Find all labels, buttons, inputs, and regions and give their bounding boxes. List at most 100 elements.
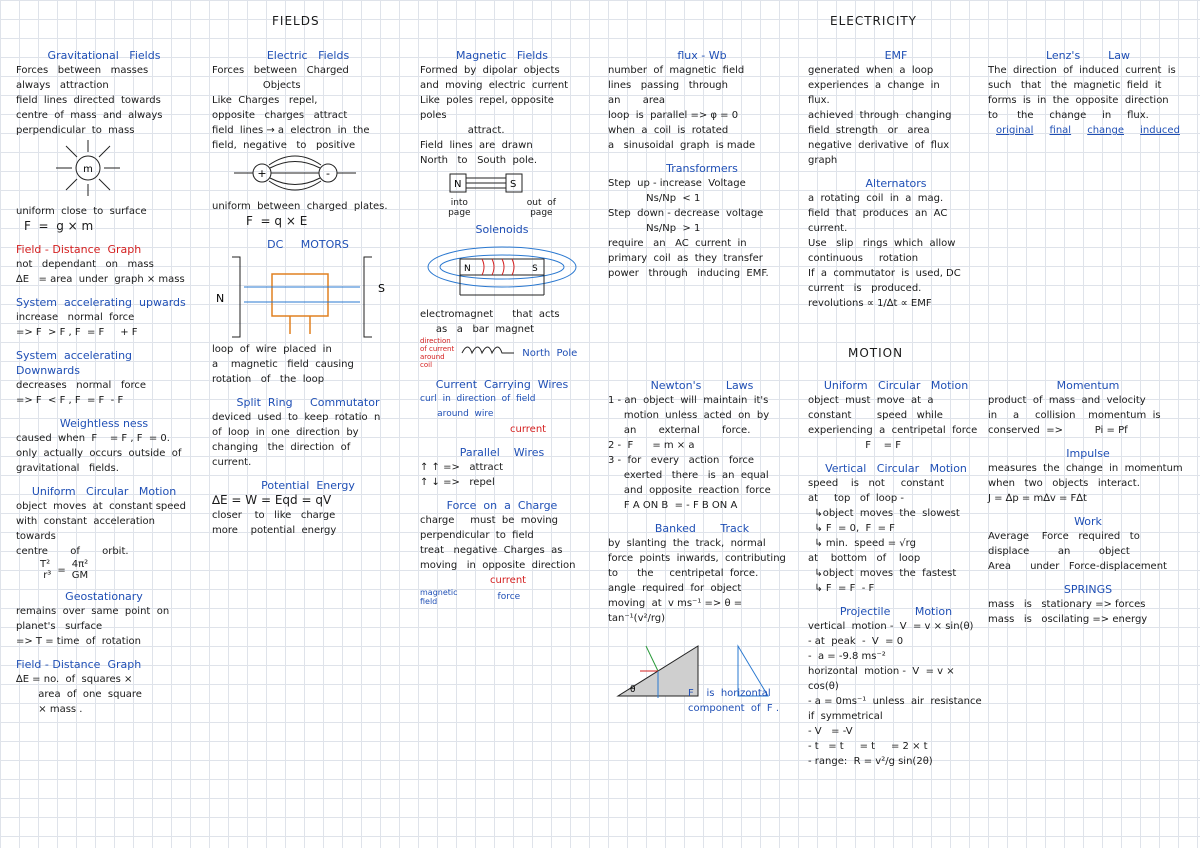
negative-charge: -: [326, 167, 330, 180]
alternators-text: a rotating coil in a mag. field that pro…: [808, 193, 961, 309]
lenz-induced: induced: [1140, 125, 1180, 136]
kepler-left: T² r³: [40, 559, 52, 581]
flux-text: number of magnetic field lines passing t…: [608, 65, 756, 151]
gravitational-text: Forces between masses always attraction …: [16, 65, 163, 136]
bar-magnet-diagram: N S: [449, 173, 523, 193]
magnetic-field-label: magnetic field: [420, 588, 458, 606]
magnetic-column: Magnetic Fields Formed by dipolar object…: [420, 48, 584, 606]
solenoid-diagram: N S: [427, 246, 577, 296]
ucm-text-2: object must move at a constant speed whi…: [808, 395, 978, 451]
solenoid-south: S: [532, 264, 538, 274]
springs-text: mass is stationary => forces mass is osc…: [988, 599, 1148, 625]
weightlessness-text: caused when F = F , F = 0. only actually…: [16, 433, 182, 474]
uniform-text: uniform close to surface: [16, 206, 147, 217]
banked-text: by slanting the track, normal force poin…: [608, 538, 786, 624]
projectile-heading: Projectile Motion: [839, 605, 953, 618]
momentum-column: Momentum product of mass and velocity in…: [988, 378, 1188, 627]
accel-down-text: decreases normal force => F < F , F = F …: [16, 380, 147, 406]
magnet-north: N: [454, 179, 461, 190]
emf-heading: EMF: [884, 49, 908, 62]
impulse-heading: Impulse: [1066, 447, 1110, 460]
banked-caption: F is horizontal component of F .: [688, 688, 780, 714]
momentum-heading: Momentum: [1056, 379, 1120, 392]
current-wires-text: curl in direction of field around wire: [420, 394, 536, 419]
newton-heading: Newton's Laws: [650, 379, 754, 392]
geostationary-text: remains over same point on planet's surf…: [16, 606, 170, 647]
commutator-text: deviced used to keep rotatio n of loop i…: [212, 412, 381, 468]
newton-column: Newton's Laws 1 - an object will maintai…: [608, 378, 796, 716]
circular-column: Uniform Circular Motion object must move…: [808, 378, 984, 769]
solenoid-north: N: [464, 264, 471, 274]
newton-text: 1 - an object will maintain it's motion …: [608, 395, 771, 511]
potential-energy-formula: ∆E = W = Eqd = qV: [212, 493, 332, 507]
banked-heading: Banked Track: [654, 522, 750, 535]
current-label: current: [510, 424, 547, 435]
lenz-final: final: [1049, 125, 1072, 136]
coil-diagram: direction of current around coil North P…: [420, 337, 584, 369]
vertical-circular-text: speed is not constant at top of loop - ↳…: [808, 478, 960, 594]
dc-motor-diagram: N S: [216, 256, 385, 338]
accel-down-heading: System accelerating Downwards: [16, 349, 140, 377]
gravitational-heading: Gravitational Fields: [47, 49, 161, 62]
parallel-wires-heading: Parallel Wires: [459, 446, 545, 459]
accel-up-text: increase normal force => F > F , F = F +…: [16, 312, 138, 338]
field-distance-text-2: ∆E = no. of squares × area of one square…: [16, 674, 142, 715]
transformers-text: Step up - increase Voltage Ns/Np < 1 Ste…: [608, 178, 769, 279]
alternators-heading: Alternators: [865, 177, 927, 190]
geostationary-heading: Geostationary: [65, 590, 143, 603]
force-label: force: [497, 591, 521, 602]
kepler-formula: T² r³ = 4π² GM: [40, 559, 89, 581]
springs-heading: SPRINGS: [1063, 583, 1113, 596]
accel-up-heading: System accelerating upwards: [16, 296, 186, 309]
motor-north: N: [216, 292, 224, 305]
electricity-title: ELECTRICITY: [830, 14, 918, 28]
coil-direction-label: direction of current around coil: [420, 337, 455, 369]
gravitational-column: Gravitational Fields Forces between mass…: [16, 48, 192, 717]
theta-label: θ: [630, 685, 636, 695]
motion-title: MOTION: [848, 346, 904, 360]
magnetic-heading: Magnetic Fields: [456, 49, 548, 62]
flux-heading: flux - Wb: [677, 49, 727, 62]
hand-rule: magnetic field force: [420, 588, 584, 606]
lenz-change: change: [1087, 125, 1125, 136]
dc-motor-text: loop of wire placed in a magnetic field …: [212, 344, 354, 385]
magnet-south: S: [510, 179, 516, 190]
ucm-text: object moves at constant speed with cons…: [16, 501, 186, 557]
flux-column: flux - Wb number of magnetic field lines…: [608, 48, 796, 281]
magnetic-text: Formed by dipolar objects and moving ele…: [420, 65, 569, 166]
motor-south: S: [378, 282, 385, 295]
mass-field-diagram: m: [56, 140, 120, 196]
potential-energy-heading: Potential Energy: [261, 479, 355, 492]
transformers-heading: Transformers: [666, 162, 738, 175]
lenz-text: The direction of induced current is such…: [988, 65, 1176, 121]
out-page-label: out of page: [526, 198, 556, 218]
parallel-wires-text: ↑ ↑ => attract ↑ ↓ => repel: [420, 462, 504, 488]
electric-text: Forces between Charged Objects Like Char…: [212, 65, 370, 151]
current-label-2: current: [490, 575, 527, 586]
solenoids-heading: Solenoids: [475, 223, 529, 236]
work-heading: Work: [1074, 515, 1102, 528]
lenz-heading: Lenz's Law: [1045, 49, 1131, 62]
force-charge-heading: Force on a Charge: [446, 499, 558, 512]
dipole-diagram: + -: [234, 155, 356, 191]
field-distance-heading-2: Field - Distance Graph: [16, 658, 142, 671]
plates-text: uniform between charged plates.: [212, 201, 388, 212]
positive-charge: +: [257, 167, 266, 180]
electric-column: Electric Fields Forces between Charged O…: [212, 48, 404, 538]
north-pole-label: North Pole: [522, 347, 578, 359]
momentum-text: product of mass and velocity in a collis…: [988, 395, 1161, 436]
electric-force-formula: F = q × E: [246, 214, 308, 228]
work-text: Average Force required to displace an ob…: [988, 531, 1167, 572]
force-charge-text: charge must be moving perpendicular to f…: [420, 515, 576, 571]
lenz-original: original: [996, 125, 1034, 136]
mass-label: m: [83, 164, 93, 175]
emf-text: generated when a loop experiences a chan…: [808, 65, 952, 166]
lenz-labels: original final change induced: [988, 123, 1188, 138]
fields-title: FIELDS: [272, 14, 320, 28]
banked-track-diagram: θ: [616, 644, 769, 698]
into-page-label: into page: [448, 198, 471, 218]
ucm-heading-2: Uniform Circular Motion: [823, 379, 969, 392]
dc-motors-heading: DC MOTORS: [267, 238, 349, 251]
field-distance-heading: Field - Distance Graph: [16, 243, 142, 256]
emf-column: EMF generated when a loop experiences a …: [808, 48, 984, 311]
